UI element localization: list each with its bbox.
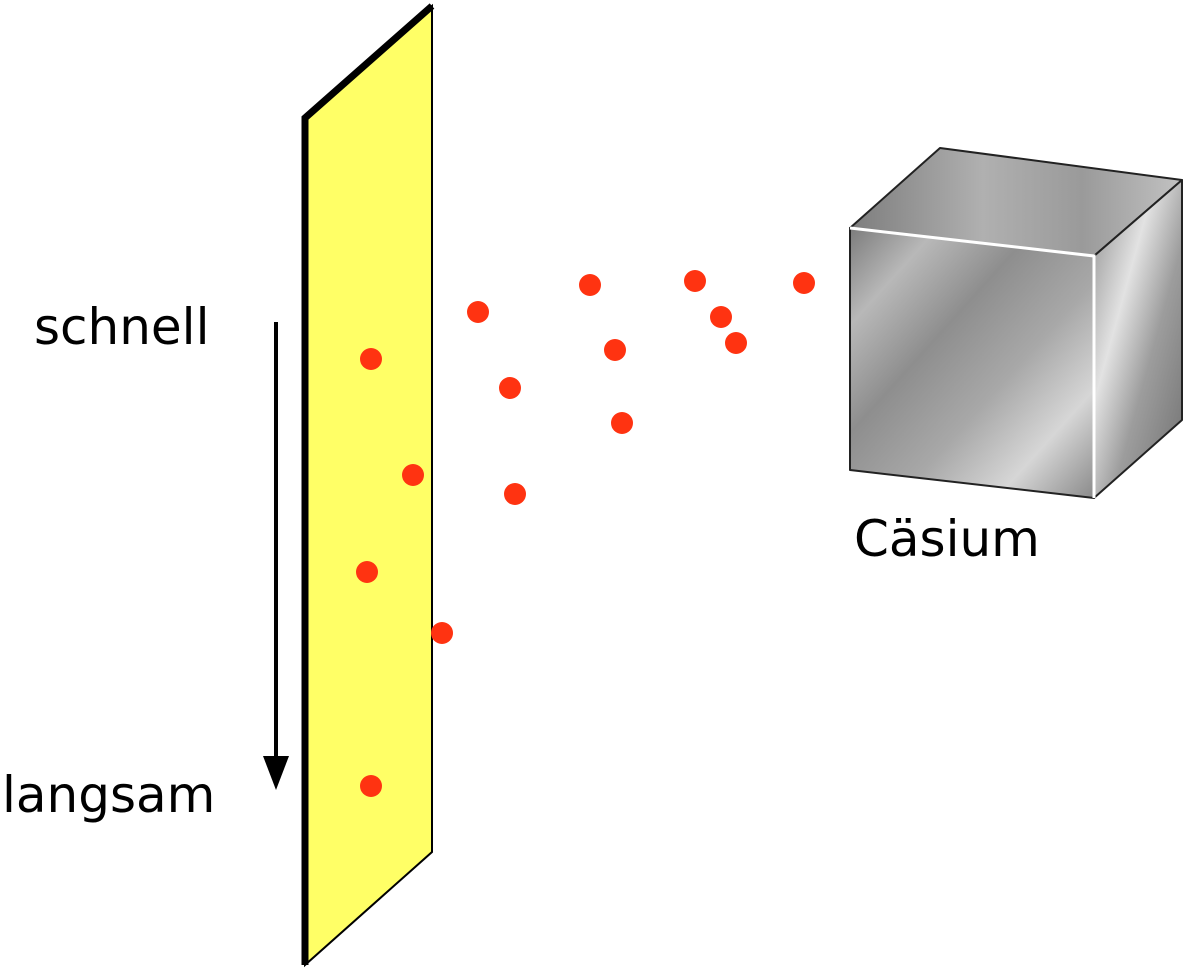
atom bbox=[356, 561, 378, 583]
atom bbox=[579, 274, 601, 296]
atom bbox=[360, 348, 382, 370]
label-slow: langsam bbox=[2, 766, 216, 824]
atom bbox=[467, 301, 489, 323]
cube-front-face bbox=[849, 227, 1095, 499]
atom bbox=[684, 270, 706, 292]
atom bbox=[402, 464, 424, 486]
atom bbox=[431, 622, 453, 644]
label-caesium: Cäsium bbox=[854, 510, 1040, 568]
label-fast: schnell bbox=[34, 298, 210, 356]
atom bbox=[499, 377, 521, 399]
caesium-cube bbox=[849, 147, 1183, 499]
down-arrow-icon bbox=[263, 322, 289, 790]
atom bbox=[504, 483, 526, 505]
atom bbox=[604, 339, 626, 361]
atom bbox=[710, 306, 732, 328]
atom bbox=[611, 412, 633, 434]
cube-highlight-edge bbox=[849, 226, 1096, 498]
atom bbox=[360, 775, 382, 797]
plate-front-edge bbox=[301, 3, 435, 965]
caesium-atoms bbox=[356, 270, 815, 797]
detector-plate bbox=[301, 3, 435, 968]
atom bbox=[793, 272, 815, 294]
atom bbox=[725, 332, 747, 354]
